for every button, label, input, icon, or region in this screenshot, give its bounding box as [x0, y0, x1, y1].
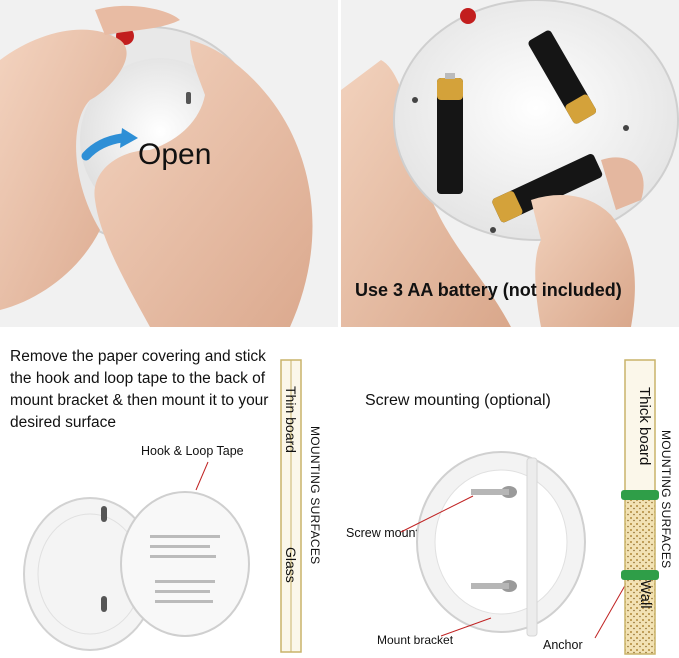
tape-print-line: [150, 535, 220, 538]
screw-illustration: [400, 359, 659, 655]
tape-print-line: [150, 545, 210, 548]
tape-instructions: Remove the paper covering and stick the …: [10, 348, 269, 431]
right-hand: [94, 40, 313, 327]
battery-illustration: [341, 0, 679, 327]
hook-loop-label: Hook & Loop Tape: [141, 444, 244, 458]
thin-board-label: Thin board: [283, 386, 299, 453]
panel-screw-mounting: Screw mounting (optional) Screw mount Mo…: [341, 330, 679, 658]
mounting-surfaces-label: MOUNTING SURFACES: [659, 430, 673, 569]
mount-bracket-label: Mount bracket: [377, 633, 454, 647]
panel-battery: Use 3 AA battery (not included): [341, 0, 679, 327]
tape-print-line: [155, 600, 213, 603]
lower-screw: [471, 580, 517, 592]
open-arrow-icon: [81, 133, 127, 161]
fingers: [95, 5, 180, 35]
open-label: Open: [138, 138, 212, 171]
screw-hole: [623, 125, 629, 131]
screw-hole: [412, 97, 418, 103]
anchor-icon: [621, 490, 659, 500]
arrow-head-icon: [120, 128, 138, 148]
open-light-illustration: [0, 5, 313, 327]
thick-board-strip: [624, 359, 656, 495]
glass-label: Glass: [283, 547, 299, 583]
anchor-pointer-line: [594, 581, 628, 639]
panel-tape-mounting: Remove the paper covering and stick the …: [0, 330, 338, 658]
sensor-icon: [460, 8, 476, 24]
left-hand: [0, 29, 127, 310]
screw-mount-label: Screw mount: [346, 526, 419, 540]
keyhole-slot: [101, 596, 107, 612]
panel-divider-horizontal: [0, 327, 679, 330]
bracket-pointer-line: [440, 617, 492, 637]
thick-board-label: Thick board: [636, 387, 653, 466]
upper-screw: [471, 486, 517, 498]
tape-print-line: [155, 590, 210, 593]
keyhole-slot: [101, 506, 107, 522]
keyhole-slot: [186, 92, 191, 104]
anchor-label: Anchor: [543, 638, 583, 652]
hook-pointer-line: [195, 461, 209, 491]
screw-hole: [490, 227, 496, 233]
thumb: [601, 157, 644, 210]
wall-label: Wall: [637, 580, 654, 609]
anchor-icon: [621, 570, 659, 580]
battery-3: [492, 153, 603, 223]
screw-mounting-title: Screw mounting (optional): [365, 392, 551, 409]
battery-2: [528, 30, 597, 124]
battery-1: [437, 73, 463, 194]
tape-illustration: [23, 359, 302, 653]
battery-caption: Use 3 AA battery (not included): [355, 280, 622, 300]
bracket-rim: [526, 457, 538, 637]
tape-print-line: [150, 555, 216, 558]
screw-pointer-line: [400, 495, 474, 533]
right-hand: [531, 195, 635, 327]
mounting-surfaces-label: MOUNTING SURFACES: [308, 426, 322, 565]
panel-open-light: Open: [0, 0, 338, 327]
hook-loop-tape-disc: [120, 491, 250, 637]
tape-print-line: [155, 580, 215, 583]
battery-compartment: [393, 0, 679, 241]
